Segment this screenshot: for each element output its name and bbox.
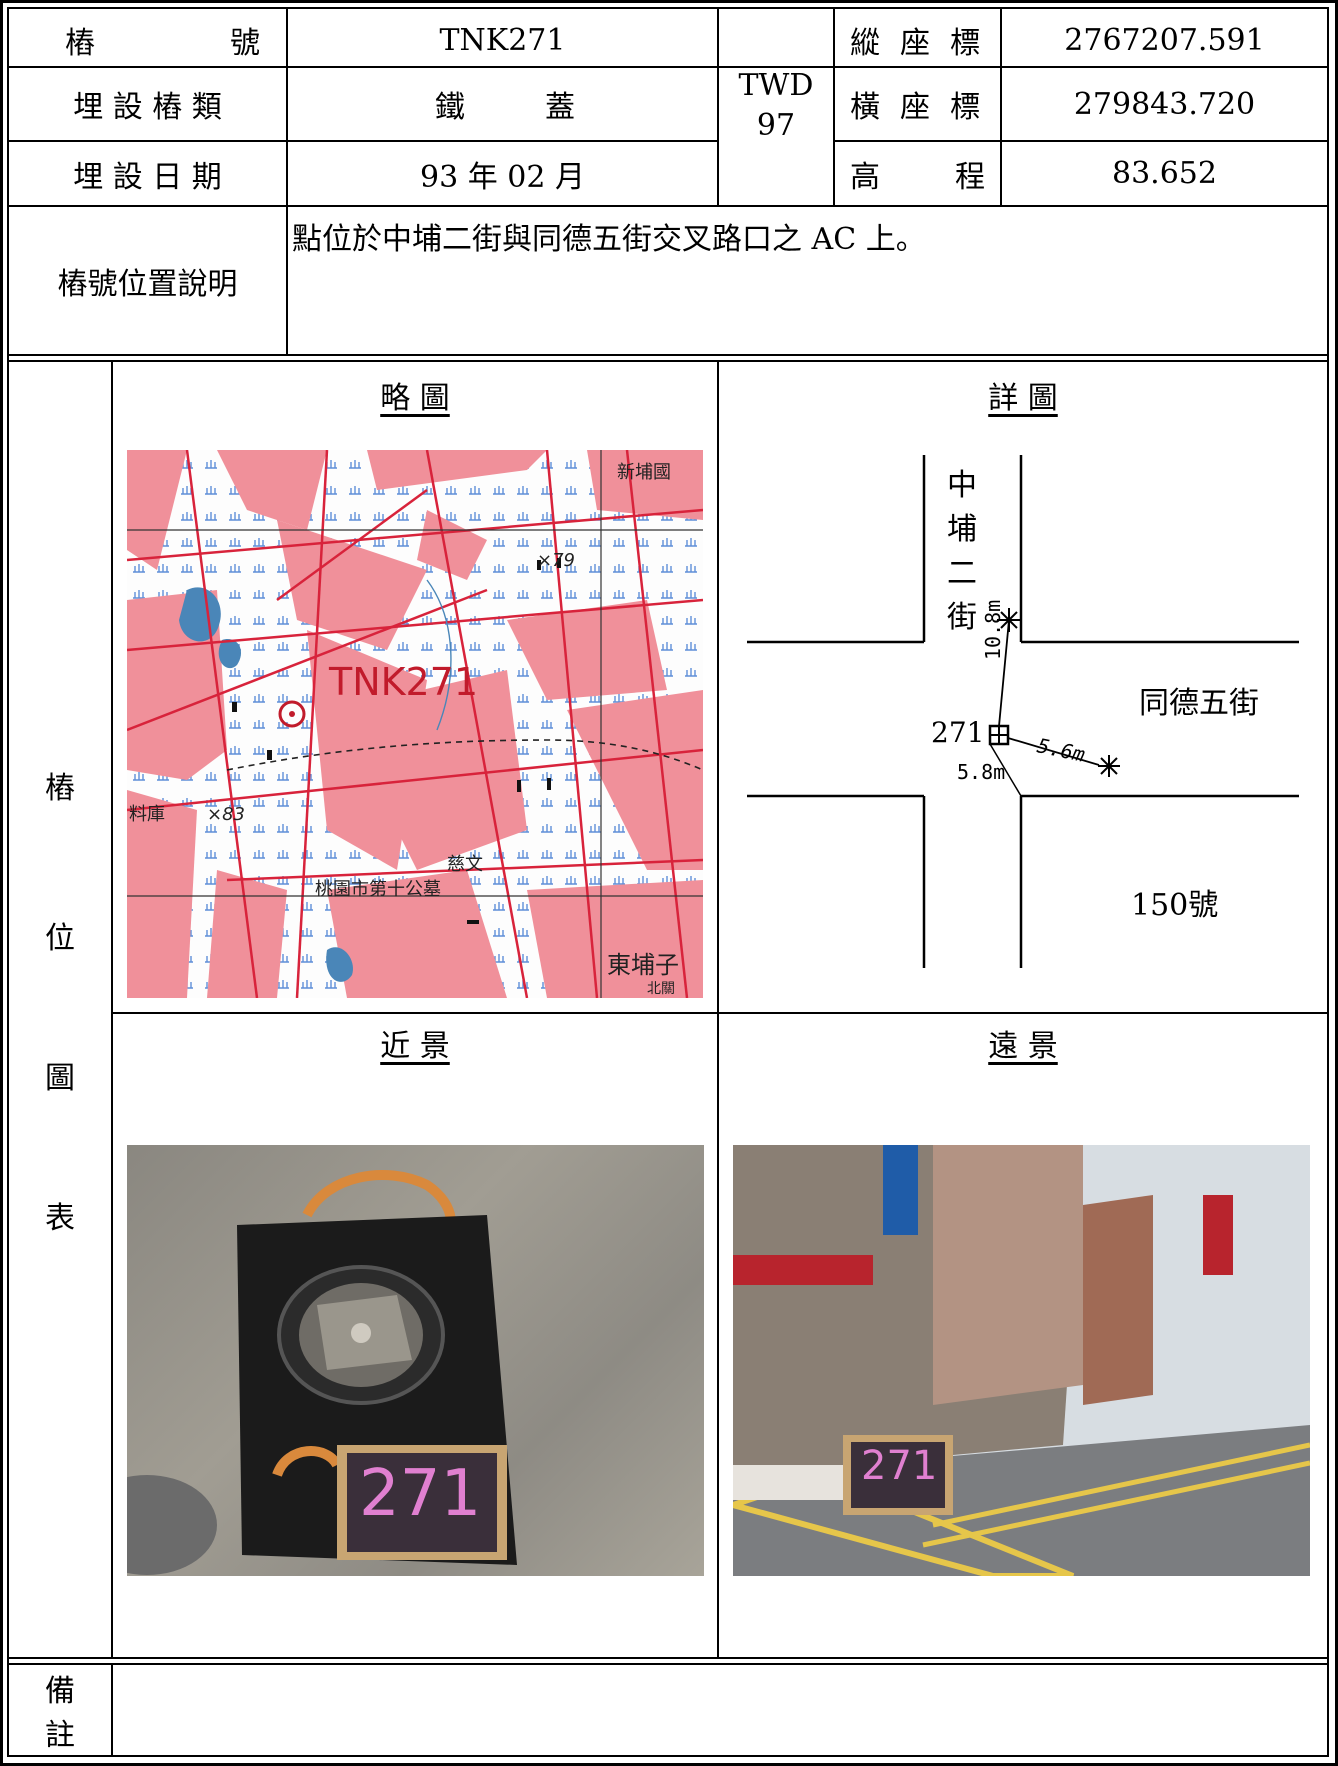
coord-n-label-c: 標 <box>950 26 980 61</box>
coord-e-label-b: 座 <box>900 90 930 125</box>
dist-left: 5.8m <box>957 760 1006 784</box>
coord-e-label-c: 標 <box>950 90 980 125</box>
pile-type-value-a: 鐵 <box>435 90 465 125</box>
street-v-char-3: 二 <box>947 556 977 591</box>
pile-type-label: 埋 設 樁 類 <box>73 90 222 125</box>
remarks-divider-1 <box>9 1657 1327 1659</box>
fig-row-divider <box>111 1012 1327 1014</box>
detail-title: 詳 圖 <box>988 381 1058 416</box>
col-divider-3 <box>833 9 835 207</box>
location-desc-text: 點位於中埔二街與同德五街交叉路口之 AC 上。 <box>292 222 926 257</box>
row-divider-d <box>9 205 1327 207</box>
elevation-label-a: 高 <box>850 159 880 195</box>
datum-a: TWD <box>738 67 814 103</box>
col-divider-4 <box>1000 9 1002 207</box>
elevation-label-b: 程 <box>955 159 985 195</box>
side-col-divider <box>111 362 113 1659</box>
map-label-cemetery-b: 桃園市第十公墓 <box>315 879 441 900</box>
location-desc-label: 樁號位置說明 <box>57 266 238 302</box>
map-label-83: ×83 <box>207 804 245 825</box>
map-label-cemetery-a: 慈文 <box>447 854 483 875</box>
street-v-char-2: 埔 <box>947 512 977 547</box>
col-divider-1 <box>286 9 288 356</box>
side-label-4: 表 <box>45 1201 75 1236</box>
inner-border <box>7 7 1329 1757</box>
remarks-label-a: 備 <box>45 1674 75 1709</box>
row-divider-a <box>9 140 719 142</box>
side-label-1: 樁 <box>45 771 75 806</box>
pile-no-value: TNK271 <box>439 22 566 58</box>
near-board-text: 271 <box>359 1457 482 1531</box>
pile-no-label-a: 樁 <box>65 26 95 61</box>
dist-up: 10.8m <box>981 599 1005 660</box>
near-photo: 271 <box>127 1145 704 1576</box>
far-title: 遠 景 <box>988 1029 1058 1064</box>
col-divider-2 <box>717 9 719 207</box>
detail-map: 中 埔 二 街 同德五街 150號 271 10.8m 5.6m 5.8m <box>719 420 1327 1010</box>
elevation-value: 83.652 <box>1112 156 1217 191</box>
map-label-left-mid: 料庫 <box>129 804 165 825</box>
row-divider-c <box>9 66 1327 68</box>
header-bottom-1 <box>9 354 1327 356</box>
house-number: 150號 <box>1131 888 1219 923</box>
street-v-char-4: 街 <box>947 600 977 635</box>
map-label-79: ×79 <box>537 550 575 571</box>
side-label-2: 位 <box>45 921 75 956</box>
far-board-text: 271 <box>861 1443 938 1489</box>
remarks-label-b: 註 <box>45 1718 75 1753</box>
street-v-char-1: 中 <box>947 468 977 503</box>
side-label-3: 圖 <box>45 1061 75 1096</box>
map-label-top-right: 新埔國 <box>617 462 671 483</box>
remarks-divider-2 <box>9 1663 1327 1665</box>
sketch-marker-label: TNK271 <box>329 660 479 704</box>
row-divider-b <box>833 140 1327 142</box>
sketch-title: 略 圖 <box>380 381 450 416</box>
bury-date-value: 93 年 02 月 <box>420 159 585 195</box>
pile-no-label-b: 號 <box>230 26 260 61</box>
map-label-bottom-right-b: 北關 <box>647 981 675 997</box>
map-label-bottom-right: 東埔子 <box>607 951 679 979</box>
remarks-col-divider <box>111 1665 113 1755</box>
header-bottom-2 <box>9 360 1327 362</box>
bury-date-label: 埋 設 日 期 <box>73 159 222 195</box>
street-h-label: 同德五街 <box>1139 686 1259 721</box>
pile-type-value-b: 蓋 <box>545 90 575 125</box>
datum-b: 97 <box>756 107 796 143</box>
coord-n-value: 2767207.591 <box>1064 22 1265 58</box>
far-photo: 271 <box>733 1145 1310 1576</box>
coord-e-value: 279843.720 <box>1073 86 1256 122</box>
coord-e-label-a: 橫 <box>850 90 880 125</box>
coord-n-label-a: 縱 <box>850 26 880 61</box>
point-number: 271 <box>931 716 985 749</box>
sketch-map: TNK271 新埔國 ×79 料庫 ×83 慈文 桃園市第十公墓 東埔子 北關 <box>127 450 703 998</box>
near-title: 近 景 <box>380 1029 450 1064</box>
fig-col-divider <box>717 362 719 1659</box>
coord-n-label-b: 座 <box>900 26 930 61</box>
